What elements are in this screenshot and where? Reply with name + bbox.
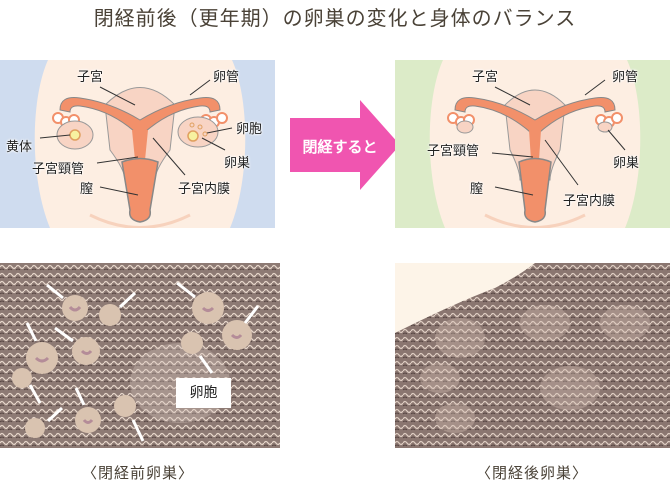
label-ovary: 卵巣 [613, 156, 640, 171]
label-vagina: 膣 [80, 182, 94, 197]
diagram-before: 子宮 卵管 卵胞 黄体 卵巣 子宮頸管 膣 子宮内膜 [0, 60, 275, 228]
label-vagina: 膣 [470, 182, 484, 197]
label-fallopian-tube: 卵管 [612, 70, 639, 85]
micrograph-before [0, 263, 280, 448]
label-cervical-canal: 子宮頸管 [32, 162, 85, 177]
label-follicle: 卵胞 [236, 122, 263, 137]
reproductive-anatomy-before-illustration [0, 60, 275, 228]
reproductive-anatomy-after-illustration [395, 60, 670, 228]
caption-before: 〈閉経前卵巣〉 [82, 464, 195, 482]
micrograph-after [395, 263, 670, 448]
label-endometrium: 子宮内膜 [178, 182, 231, 197]
caption-after: 〈閉経後卵巣〉 [476, 464, 589, 482]
arrow-markers [25, 281, 260, 442]
label-fallopian-tube: 卵管 [213, 70, 240, 85]
page-title: 閉経前後（更年期）の卵巣の変化と身体のバランス [93, 6, 577, 30]
label-corpus-luteum: 黄体 [6, 140, 33, 155]
ovary-tissue-after-image [395, 263, 670, 448]
label-uterus: 子宮 [472, 70, 499, 85]
label-endometrium: 子宮内膜 [563, 194, 616, 209]
label-uterus: 子宮 [77, 70, 104, 85]
ovary-tissue-before-image [0, 263, 280, 448]
label-ovary: 卵巣 [224, 156, 251, 171]
follicle-tag: 卵胞 [176, 378, 231, 408]
label-cervical-canal: 子宮頸管 [427, 144, 480, 159]
right-arrow-icon [290, 100, 400, 190]
arrow-label: 閉経すると [302, 138, 378, 156]
diagram-after: 子宮 卵管 卵巣 子宮頸管 膣 子宮内膜 [395, 60, 670, 228]
